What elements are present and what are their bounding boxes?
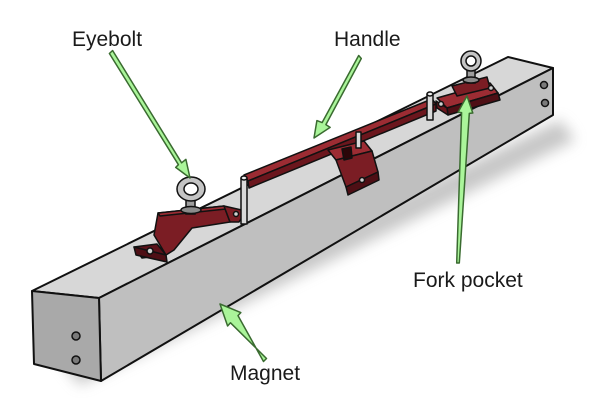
magnet-label: Magnet (230, 362, 301, 385)
magnet-end-face (31, 290, 102, 382)
callout-arrows (108, 49, 474, 363)
right-eyebolt (460, 50, 482, 84)
left-eyebolt (176, 176, 206, 215)
centre-bracket (327, 131, 380, 196)
eyebolt-label: Eyebolt (72, 28, 143, 51)
handle-arrow (313, 54, 363, 139)
magnet-end-holes (71, 80, 550, 365)
handle-label: Handle (334, 28, 401, 51)
fork-pocket-arrow (455, 95, 474, 264)
magnet-arrow (219, 303, 268, 363)
fork-pocket-label: Fork pocket (413, 269, 523, 292)
eyebolt-arrow (108, 49, 191, 179)
